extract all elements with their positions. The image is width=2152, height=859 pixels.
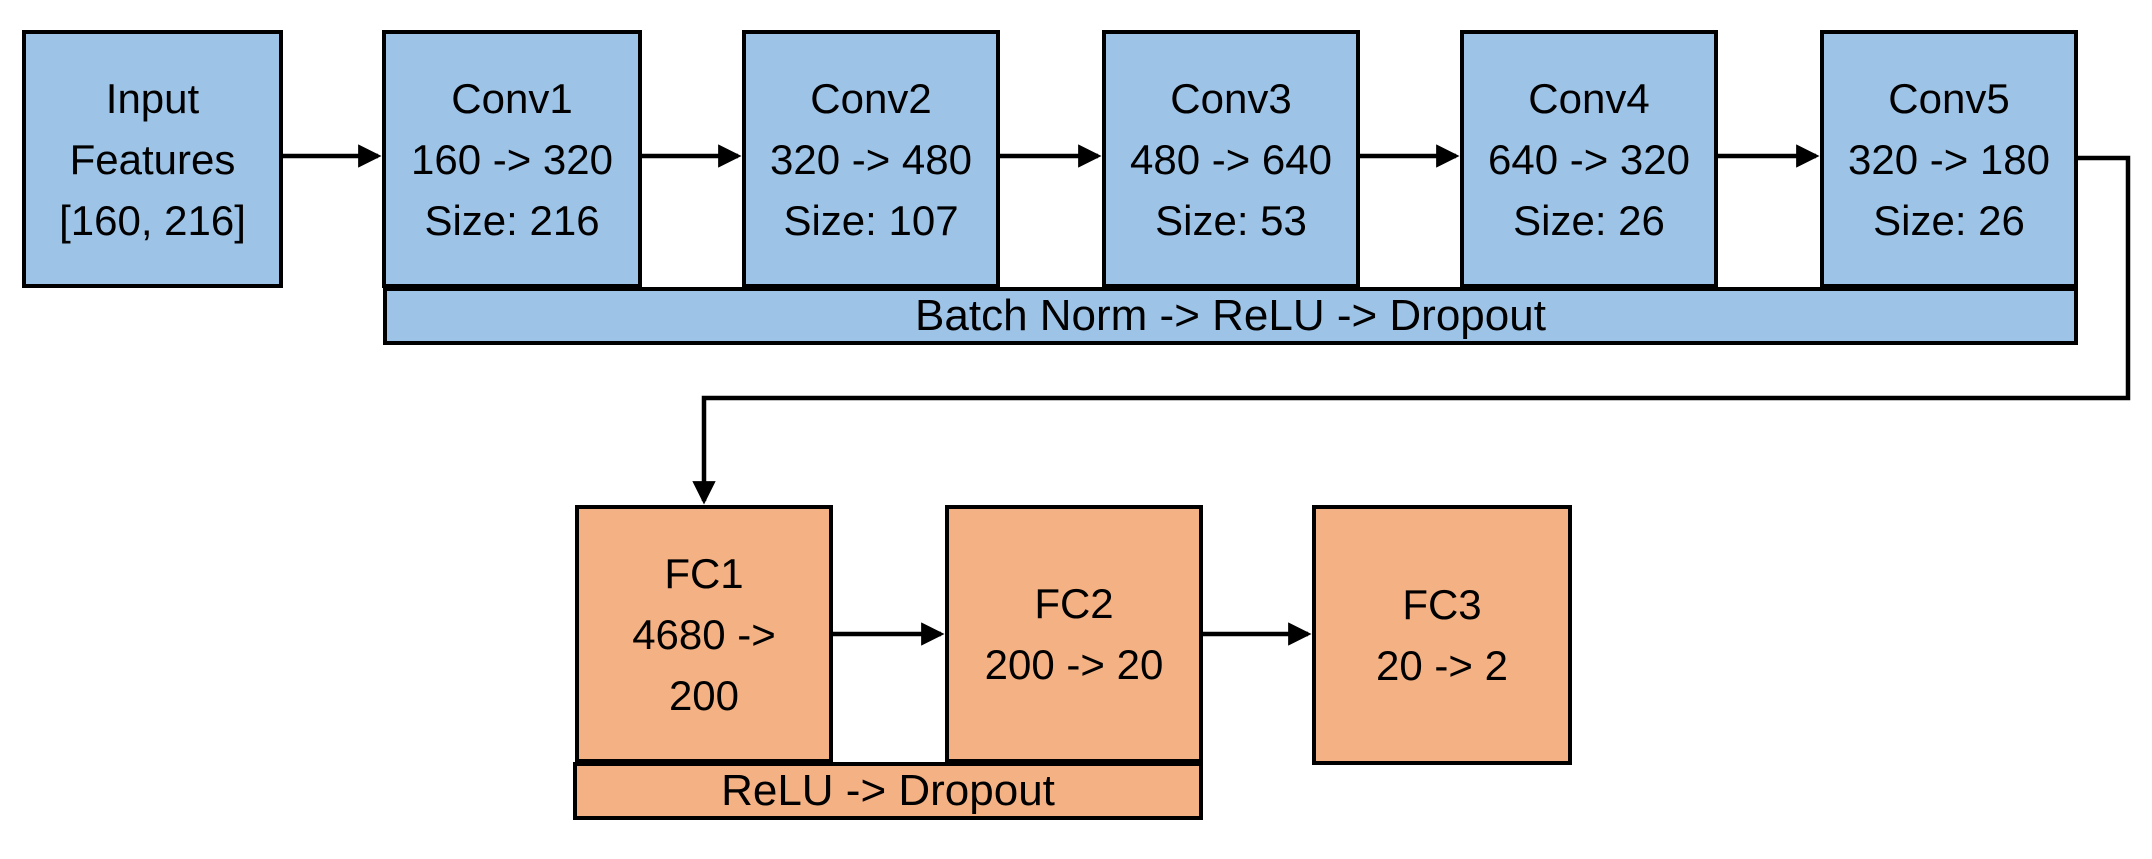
block-line: 640 -> 320	[1487, 135, 1690, 183]
block-line: 20 -> 2	[1376, 642, 1508, 689]
block-line: Conv5	[1888, 74, 2010, 122]
block-line: Features	[69, 135, 236, 183]
block-line: Size: 216	[424, 196, 600, 244]
block-conv3: Conv3 480 -> 640 Size: 53	[1102, 30, 1360, 288]
block-line: 320 -> 480	[769, 135, 972, 183]
block-fc2: FC2 200 -> 20	[945, 505, 1203, 763]
block-line: Conv1	[451, 74, 573, 122]
block-line: 200 -> 20	[984, 641, 1164, 688]
block-line: Conv2	[810, 74, 932, 122]
block-line: 320 -> 180	[1847, 135, 2050, 183]
connector-conv5-to-fc1	[692, 155, 2131, 505]
block-line: 480 -> 640	[1129, 135, 1332, 183]
block-line: Input	[105, 74, 200, 122]
block-input-features: Input Features [160, 216]	[22, 30, 283, 288]
block-line: Size: 26	[1513, 196, 1665, 244]
conv-ops-bar: Batch Norm -> ReLU -> Dropout	[383, 287, 2078, 345]
block-conv5: Conv5 320 -> 180 Size: 26	[1820, 30, 2078, 288]
fc-ops-bar-label: ReLU -> Dropout	[721, 766, 1055, 815]
block-conv4: Conv4 640 -> 320 Size: 26	[1460, 30, 1718, 288]
block-line: Size: 26	[1873, 196, 2025, 244]
block-line: Conv3	[1170, 74, 1292, 122]
block-line: Size: 53	[1155, 196, 1307, 244]
block-line: [160, 216]	[59, 196, 246, 244]
block-fc3: FC3 20 -> 2	[1312, 505, 1572, 765]
block-line: FC3	[1402, 581, 1482, 628]
block-line: Size: 107	[783, 196, 959, 244]
block-conv2: Conv2 320 -> 480 Size: 107	[742, 30, 1000, 288]
block-line: FC2	[1034, 580, 1114, 627]
block-line: 200	[668, 671, 740, 719]
block-line: 160 -> 320	[410, 135, 613, 183]
block-line: 4680 ->	[632, 610, 776, 658]
fc-ops-bar: ReLU -> Dropout	[573, 762, 1203, 820]
conv-ops-bar-label: Batch Norm -> ReLU -> Dropout	[915, 291, 1546, 340]
block-line: Conv4	[1528, 74, 1650, 122]
block-line: FC1	[664, 549, 744, 597]
block-fc1: FC1 4680 -> 200	[575, 505, 833, 763]
block-conv1: Conv1 160 -> 320 Size: 216	[382, 30, 642, 288]
